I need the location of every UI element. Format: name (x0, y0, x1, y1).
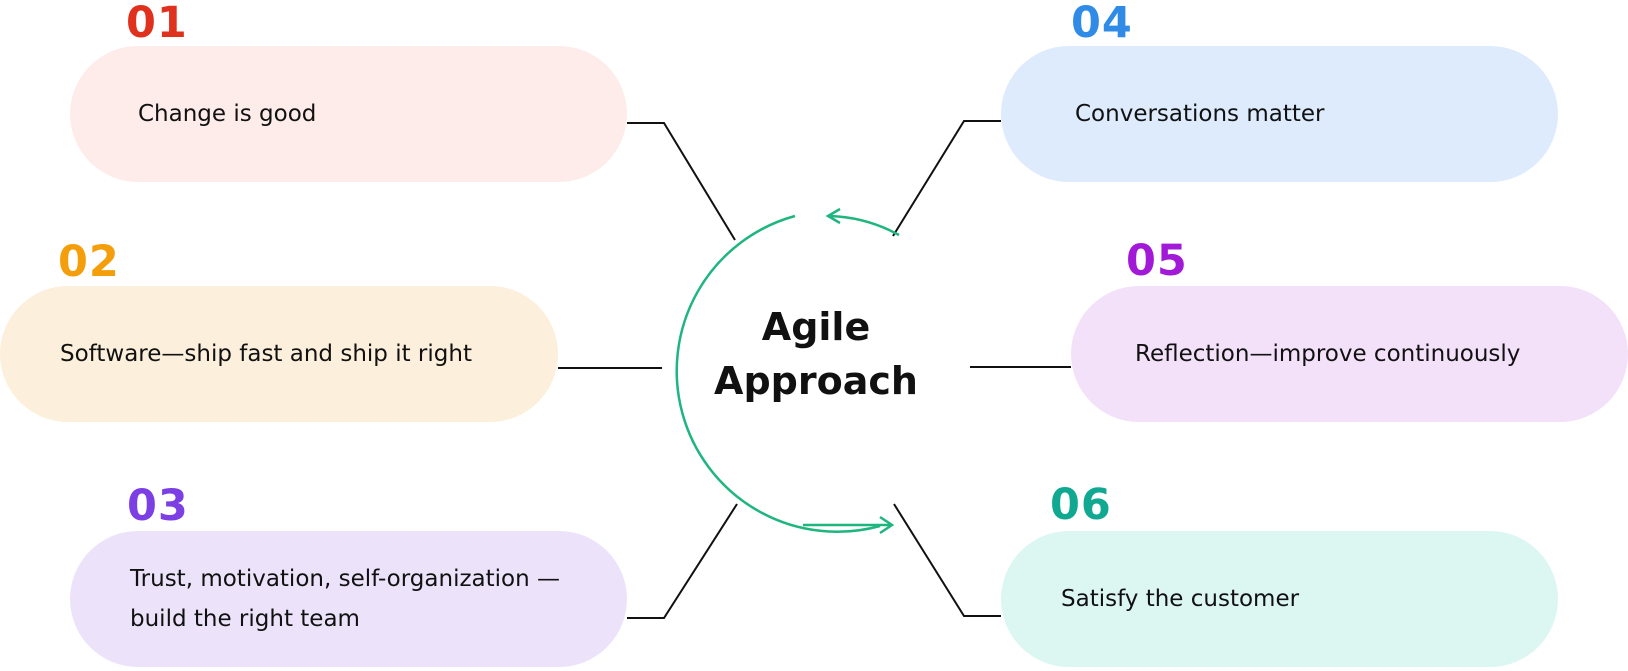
item-number-04: 04 (1071, 0, 1133, 48)
cycle-ring-arc (675, 214, 881, 533)
connector-line-04 (892, 120, 1001, 237)
item-pill-03: Trust, motivation, self-organization — b… (70, 531, 627, 667)
connector-line-06 (893, 503, 1001, 617)
arrow-head-top-icon (825, 207, 841, 225)
item-text-01: Change is good (138, 94, 316, 134)
item-number-02: 02 (58, 237, 120, 287)
item-text-04-line-1: Conversations matter (1075, 101, 1325, 127)
item-text-06: Satisfy the customer (1061, 579, 1299, 619)
item-text-03-line-2: build the right team (130, 606, 360, 632)
item-text-05-line-1: Reflection—improve continuously (1135, 341, 1521, 367)
item-pill-06: Satisfy the customer (1001, 531, 1558, 667)
item-text-01-line-1: Change is good (138, 101, 317, 127)
item-text-06-line-1: Satisfy the customer (1061, 586, 1300, 612)
item-number-05: 05 (1126, 236, 1188, 286)
center-title-line-1: Agile (761, 305, 871, 349)
item-number-01: 01 (126, 0, 188, 48)
item-pill-04: Conversations matter (1001, 46, 1558, 182)
item-number-03: 03 (127, 481, 189, 531)
item-text-02-line-1: Software—ship fast and ship it right (60, 341, 472, 367)
item-text-03: Trust, motivation, self-organization — b… (130, 559, 560, 639)
item-pill-02: Software—ship fast and ship it right (0, 286, 558, 422)
item-pill-05: Reflection—improve continuously (1071, 286, 1628, 422)
cycle-ring-top-segment (829, 214, 900, 237)
arrow-head-bottom-icon (879, 515, 895, 535)
connector-line-01 (627, 122, 736, 241)
item-text-04: Conversations matter (1075, 94, 1325, 134)
connector-line-03 (627, 503, 738, 619)
item-text-05: Reflection—improve continuously (1135, 334, 1520, 374)
center-title-line-2: Approach (714, 359, 918, 403)
item-text-03-line-1: Trust, motivation, self-organization — (130, 566, 561, 592)
item-text-02: Software—ship fast and ship it right (60, 334, 472, 374)
item-pill-01: Change is good (70, 46, 627, 182)
connector-lines (558, 120, 1071, 619)
center-ring (675, 207, 900, 535)
item-number-06: 06 (1050, 480, 1112, 530)
center-title: Agile Approach (656, 300, 976, 408)
